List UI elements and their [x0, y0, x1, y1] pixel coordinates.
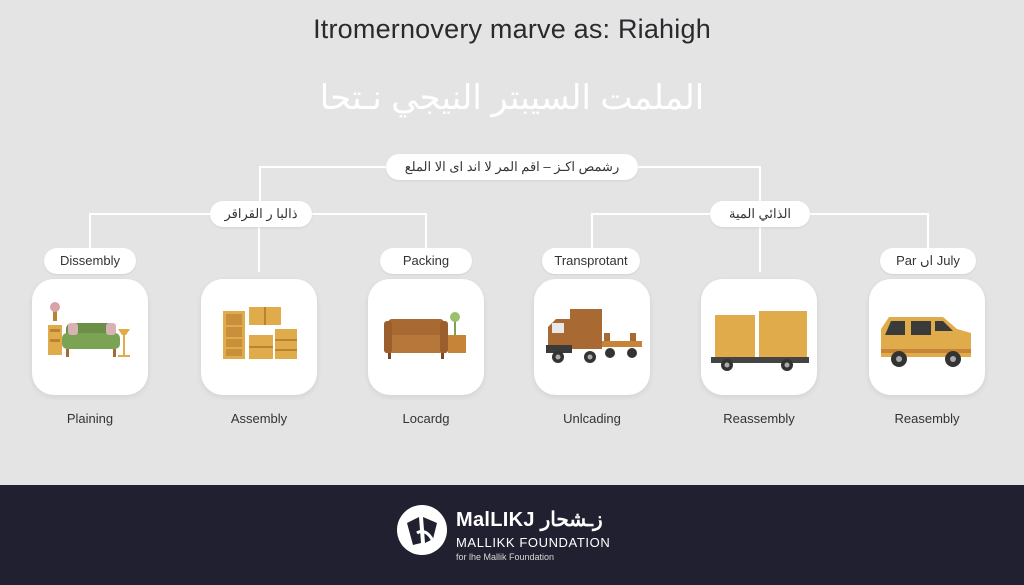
couch-icon — [384, 312, 466, 359]
stage-tag-3: Packing — [380, 248, 472, 274]
stage-caption-3: Locardg — [402, 411, 450, 426]
stage-card-5 — [701, 279, 817, 395]
connector-root-right — [638, 166, 761, 201]
connector-g2-right — [810, 213, 929, 248]
diagram-area: Itromernovery marve as: Riahigh الملمت ا… — [32, 14, 985, 426]
stage-tag-4: Transprotant — [542, 248, 640, 274]
stage-caption-6: Reasembly — [894, 411, 960, 426]
stage-card-2 — [201, 279, 317, 395]
connector-root-left — [259, 166, 386, 201]
root-label: رشمص اكـز – اقم المر لا اند اى الا الملع — [386, 154, 638, 180]
truck-icon — [546, 309, 642, 363]
connector-g1-left — [89, 213, 212, 248]
cabinets-icon — [223, 307, 297, 359]
connector-g1-right — [312, 213, 427, 248]
van-icon — [881, 317, 971, 367]
brand-subtitle: MALLIKK FOUNDATION — [456, 535, 611, 550]
group-label-right: الذائي المية — [710, 201, 810, 227]
stage-card-4 — [534, 279, 650, 395]
sofa-icon — [48, 302, 130, 357]
stage-caption-5: Reassembly — [723, 411, 795, 426]
group-label-left: ذالبا ر القراقر — [210, 201, 312, 227]
stage-caption-1: Plaining — [66, 411, 114, 426]
stage-card-1 — [32, 279, 148, 395]
stage-tag-6: Par اں July — [880, 248, 976, 274]
arabic-title: الملمت السيبتر النيجي نـتحا — [319, 79, 705, 117]
stage-caption-4: Unlcading — [563, 411, 621, 426]
page-title: Itromernovery marve as: Riahigh — [313, 14, 711, 44]
cargo-trailer-icon — [711, 311, 809, 371]
connector-g2-left — [591, 213, 710, 248]
brand-name: MalLIKJ زـشحار — [456, 509, 603, 531]
stage-tag-1: Dissembly — [44, 248, 136, 274]
stage-card-6 — [869, 279, 985, 395]
stage-card-3 — [368, 279, 484, 395]
footer — [0, 485, 1024, 585]
foundation-logo-icon — [397, 505, 447, 555]
stage-caption-2: Assembly — [230, 411, 288, 426]
connector-lines — [89, 166, 929, 272]
brand-tagline: for lhe Mallik Foundation — [456, 552, 555, 562]
